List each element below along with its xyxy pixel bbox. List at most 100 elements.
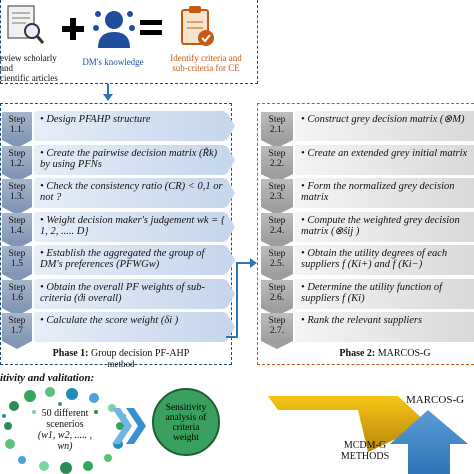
phase-connector-horizontal-top: [236, 262, 251, 264]
phase1-step-row: • Weight decision maker's judgement wk =…: [34, 211, 226, 242]
bullet-icon: •: [40, 147, 47, 159]
scenario-dot: [66, 388, 78, 400]
scenarios-label: 50 different scenerios (w1, w2, ..... , …: [30, 408, 100, 452]
bullet-icon: •: [301, 181, 308, 192]
scenarios-line2: scenerios: [46, 419, 84, 430]
bullet-icon: •: [40, 281, 47, 293]
phase2-step-row: • Compute the weighted grey decision mat…: [295, 211, 474, 242]
row-arrow-tip-icon: [226, 144, 235, 175]
phase2-step-text: Construct grey decision matrix (⊗M): [307, 114, 465, 125]
sensitivity-analysis-circle: Sensitivity analysis of criteria weight: [152, 388, 220, 456]
phase2-step-number: Step 2.3.: [261, 179, 293, 215]
phase2-step-row: • Construct grey decision matrix (⊗M): [295, 111, 474, 141]
phase2-title-rest: MARCOS-G: [377, 348, 431, 359]
phase2-title-bold: Phase 2:: [339, 348, 376, 359]
phase2-step-number: Step 2.1.: [261, 112, 293, 148]
scenario-dot: [9, 401, 19, 411]
top-down-arrow: [107, 84, 109, 96]
phase2-step-number: Step 2.6.: [261, 279, 293, 316]
row-arrow-tip-icon: [226, 178, 235, 208]
identify-criteria-line1: Identify criteria and: [170, 53, 242, 63]
phase1-step-text: Obtain the overall PF weights of sub-cri…: [40, 281, 205, 304]
dm-knowledge-label: DM's knowledge: [82, 57, 144, 67]
scenario-dot: [24, 390, 36, 402]
scenario-dot: [18, 456, 26, 464]
top-down-arrowhead: [103, 94, 113, 101]
scenario-dot: [2, 414, 6, 418]
scenario-dot: [104, 454, 112, 462]
phase1-title: Phase 1: Group decision PF-AHP: [10, 348, 232, 359]
chevron-arrows-icon: [112, 408, 146, 444]
phase1-step-row: • Create the pairwise decision matrix (R…: [34, 144, 226, 175]
phase1-step-number: Step 1.4.: [2, 212, 32, 249]
clipboard-check-icon: [181, 6, 214, 46]
phase1-step-number: Step 1.5: [2, 246, 32, 282]
phase1-step-number: Step 1.6: [2, 279, 32, 316]
row-arrow-tip-icon: [226, 278, 235, 309]
review-label-line1: eview scholarly and: [0, 53, 57, 73]
scenario-dot: [89, 393, 99, 403]
marcos-label: MARCOS-G: [406, 394, 465, 406]
phase1-step-text: Create the pairwise decision matrix (R̃k…: [40, 147, 218, 170]
phase2-step-row: • Rank the relevant suppliers: [295, 312, 474, 342]
phase2-panel: [257, 103, 474, 365]
phase1-step-number: Step 1.2.: [2, 145, 32, 182]
phase1-step-row: • Design PFAHP structure: [34, 111, 226, 141]
identify-criteria-line2: sub-criteria for CE: [172, 63, 240, 73]
bullet-icon: •: [40, 214, 47, 226]
phase-connector-arrowhead: [250, 258, 257, 268]
review-label: eview scholarly and cientific articles: [0, 53, 70, 83]
plus-icon: [62, 18, 84, 40]
phase2-step-row: • Determine the utility function of supp…: [295, 278, 474, 309]
review-label-line2: cientific articles: [0, 73, 58, 83]
phase2-step-number: Step 2.5.: [261, 246, 293, 282]
scenario-dot: [94, 410, 98, 414]
sensitivity-section-title: itivity and valitation:: [0, 372, 95, 384]
phase1-step-row: • Check the consistency ratio (CR) < 0,1…: [34, 178, 226, 208]
top-input-box: [0, 0, 258, 84]
phase1-step-row: • Calculate the score weight (δi ): [34, 312, 226, 342]
scenario-dot: [45, 387, 55, 397]
phase-connector-vertical: [236, 262, 238, 337]
row-arrow-tip-icon: [226, 111, 235, 141]
bullet-icon: •: [301, 248, 308, 259]
phase2-step-number: Step 2.7.: [261, 313, 293, 349]
phase2-step-row: • Obtain the utility degrees of each sup…: [295, 245, 474, 275]
phase2-step-text: Obtain the utility degrees of each suppl…: [301, 248, 448, 270]
phase1-title-bold: Phase 1:: [52, 348, 89, 359]
scenarios-line3: (w1, w2, ..... , wn): [37, 430, 93, 452]
phase2-step-text: Rank the relevant suppliers: [307, 315, 423, 326]
identify-criteria-label: Identify criteria and sub-criteria for C…: [160, 53, 252, 73]
row-arrow-tip-icon: [226, 245, 235, 275]
bullet-icon: •: [301, 315, 308, 326]
equals-icon: [140, 20, 162, 36]
row-arrow-tip-icon: [226, 312, 235, 342]
phase2-step-text: Create an extended grey initial matrix: [307, 147, 468, 159]
scenario-dot: [60, 462, 72, 474]
phase2-step-row: • Form the normalized grey decision matr…: [295, 178, 474, 208]
phase1-step-text: Design PFAHP structure: [46, 114, 151, 125]
phase1-step-text: Establish the aggregated the group of DM…: [40, 248, 205, 270]
bullet-icon: •: [301, 147, 308, 159]
scenario-dot: [32, 410, 36, 414]
phase1-title-rest: Group decision PF-AHP: [91, 348, 190, 359]
phase2-title: Phase 2: MARCOS-G: [300, 348, 470, 359]
scenario-dot: [116, 422, 124, 430]
marcos-arrow-graphic: [268, 396, 468, 474]
phase1-step-text: Check the consistency ratio (CR) < 0,1 o…: [40, 181, 223, 203]
bullet-icon: •: [40, 248, 47, 259]
phase1-step-row: • Obtain the overall PF weights of sub-c…: [34, 278, 226, 309]
phase2-step-number: Step 2.2.: [261, 145, 293, 182]
mcdm-label: MCDM-G METHODS: [330, 440, 400, 462]
bullet-icon: •: [301, 214, 308, 226]
analysis-line1: Sensitivity: [165, 403, 207, 413]
mcdm-line1: MCDM-G: [343, 440, 387, 451]
row-arrow-tip-icon: [226, 211, 235, 242]
phase2-step-text: Determine the utility function of suppli…: [301, 281, 443, 304]
document-search-icon: [7, 5, 45, 44]
bullet-icon: •: [301, 281, 308, 293]
bullet-icon: •: [40, 181, 47, 192]
phase1-step-row: • Establish the aggregated the group of …: [34, 245, 226, 275]
decision-maker-icon: [93, 11, 135, 48]
scenario-dot: [5, 439, 15, 449]
